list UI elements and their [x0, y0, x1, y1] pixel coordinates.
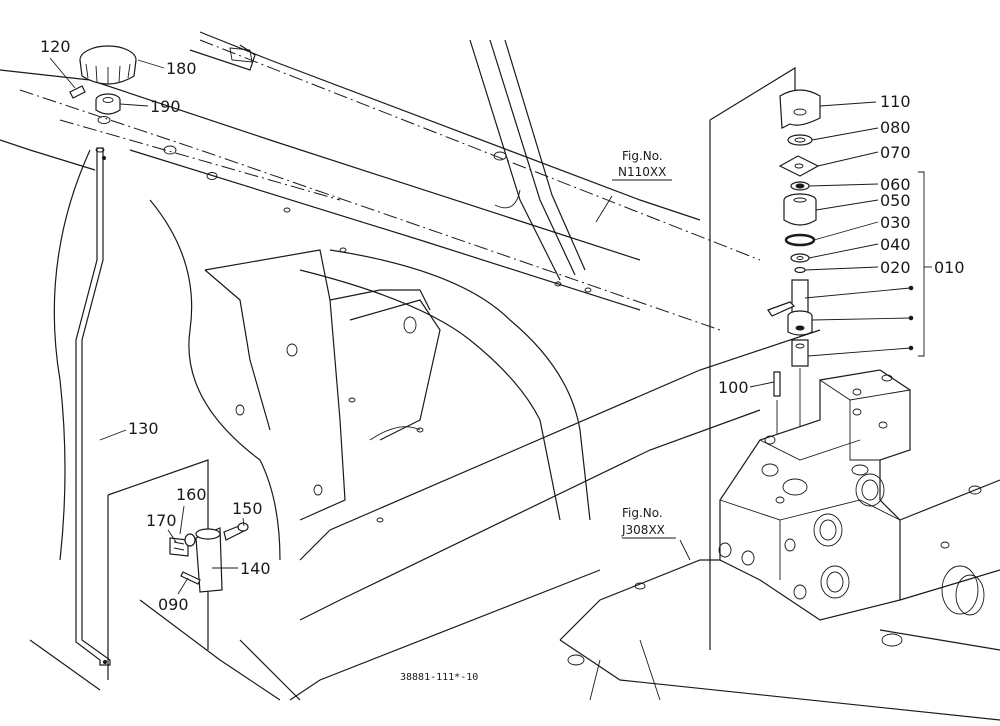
pin-120 — [69, 85, 86, 99]
transmission-housing — [559, 479, 1000, 721]
rod-130 — [75, 147, 111, 666]
callout-030: 030 — [880, 213, 911, 232]
plate-070 — [778, 155, 820, 177]
knob-180 — [79, 45, 137, 85]
callout-060: 060 — [880, 175, 911, 194]
callout-010: 010 — [934, 258, 965, 277]
body-050 — [783, 193, 817, 226]
fig-ref-code: N110XX — [618, 165, 666, 179]
callout-070: 070 — [880, 143, 911, 162]
callout-140: 140 — [240, 559, 271, 578]
callout-020: 020 — [880, 258, 911, 277]
drawing-code: 38881-111*-10 — [400, 672, 478, 683]
fig-ref-j308: Fig.No. J308XX — [621, 506, 665, 537]
callout-190: 190 — [150, 97, 181, 116]
box-frame-010 — [709, 66, 796, 650]
fig-ref-label: Fig.No. — [622, 506, 663, 520]
fig-ref-code: J308XX — [621, 523, 665, 537]
leader-lines — [49, 57, 932, 595]
ring-020 — [794, 266, 806, 274]
fig-ref-n110: Fig.No. N110XX — [618, 149, 666, 179]
oring-030 — [784, 233, 816, 247]
fig-ref-label: Fig.No. — [622, 149, 663, 163]
callout-labels: 120 180 190 130 160 150 170 140 090 110 … — [40, 37, 965, 614]
callout-130: 130 — [128, 419, 159, 438]
callout-170: 170 — [146, 511, 177, 530]
callout-160: 160 — [176, 485, 207, 504]
callout-090: 090 — [158, 595, 189, 614]
callout-050: 050 — [880, 191, 911, 210]
bushing-190 — [95, 93, 121, 124]
callout-040: 040 — [880, 235, 911, 254]
washer-040 — [790, 253, 810, 263]
cam-110 — [779, 89, 821, 129]
washer-080 — [787, 134, 813, 146]
chassis-frame — [0, 31, 821, 701]
spool-stack — [767, 279, 813, 470]
nut-060 — [790, 181, 810, 191]
callout-100: 100 — [718, 378, 749, 397]
valve-block — [718, 369, 911, 621]
callout-150: 150 — [232, 499, 263, 518]
detail-box-140 — [107, 459, 249, 680]
callout-080: 080 — [880, 118, 911, 137]
callout-120: 120 — [40, 37, 71, 56]
callout-110: 110 — [880, 92, 911, 111]
callout-180: 180 — [166, 59, 197, 78]
